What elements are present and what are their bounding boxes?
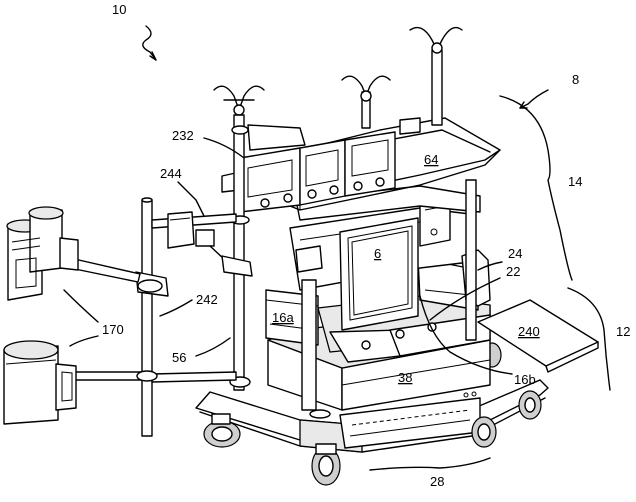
label-244: 244 bbox=[160, 166, 182, 181]
label-6: 6 bbox=[374, 246, 381, 261]
label-232: 232 bbox=[172, 128, 194, 143]
label-24: 24 bbox=[508, 246, 522, 261]
device-170-lower bbox=[3, 340, 77, 425]
label-38: 38 bbox=[398, 370, 412, 385]
reference-labels: 10 8 14 12 232 64 244 6 24 22 240 16a 24… bbox=[102, 2, 630, 489]
pump-modules-232 bbox=[221, 117, 421, 213]
label-64: 64 bbox=[424, 152, 438, 167]
label-240: 240 bbox=[518, 324, 540, 339]
leader-lines bbox=[63, 25, 611, 471]
label-170: 170 bbox=[102, 322, 124, 337]
cart-base bbox=[195, 379, 549, 453]
accessory-stand-242 bbox=[69, 197, 253, 437]
label-16b: 16b bbox=[514, 372, 536, 387]
label-10: 10 bbox=[112, 2, 126, 17]
device-170-upper bbox=[6, 206, 79, 301]
iv-poles bbox=[213, 26, 477, 419]
label-28: 28 bbox=[430, 474, 444, 489]
label-16a: 16a bbox=[272, 310, 294, 325]
label-12: 12 bbox=[616, 324, 630, 339]
label-56: 56 bbox=[172, 350, 186, 365]
label-22: 22 bbox=[506, 264, 520, 279]
label-242: 242 bbox=[196, 292, 218, 307]
label-8: 8 bbox=[572, 72, 579, 87]
label-14: 14 bbox=[568, 174, 582, 189]
monitor-6 bbox=[339, 217, 419, 331]
